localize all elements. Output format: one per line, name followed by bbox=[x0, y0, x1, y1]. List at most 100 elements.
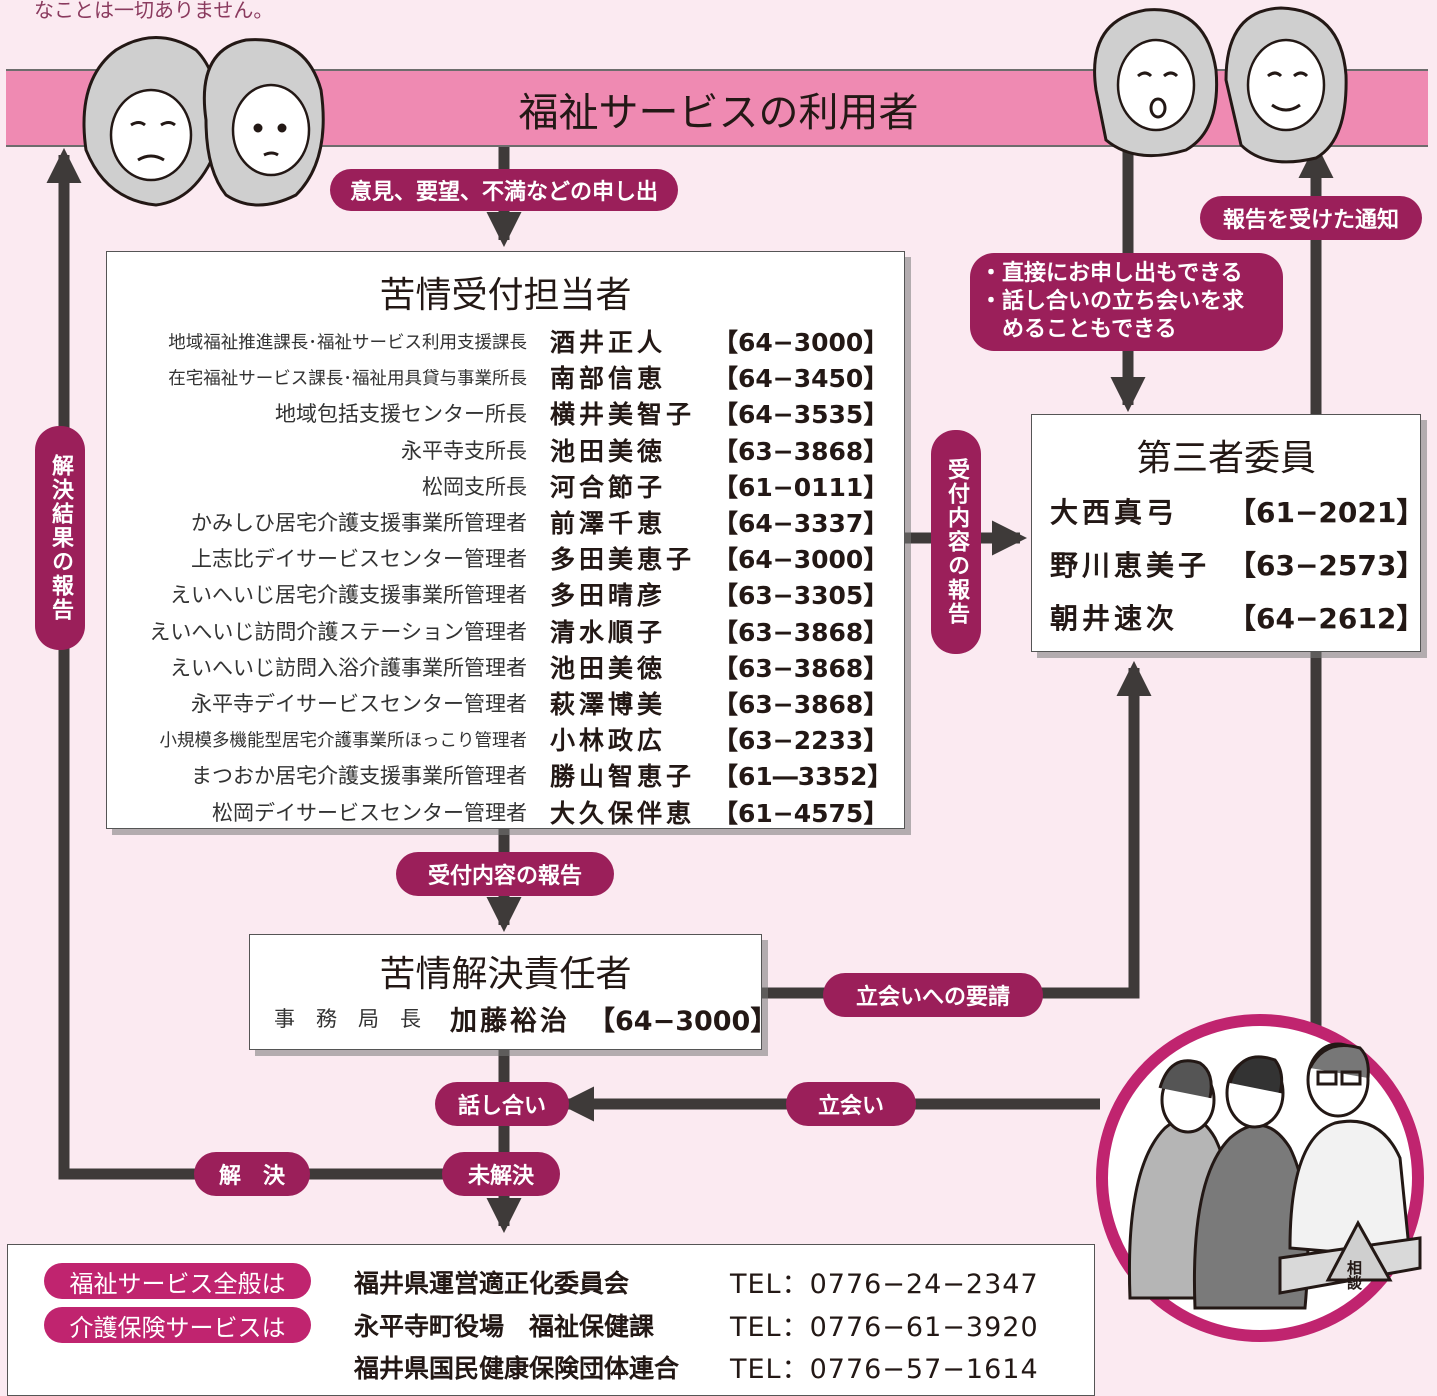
reception-tel: 【64−3337】 bbox=[713, 509, 889, 538]
reception-row: えいへいじ訪問介護ステーション管理者清水順子 【63−3868】 bbox=[107, 614, 888, 648]
resolver-name: 加藤裕治 bbox=[450, 1006, 570, 1037]
reception-tel: 【61−4575】 bbox=[713, 798, 889, 828]
reception-role: 永平寺デイサービスセンター管理者 bbox=[191, 692, 527, 716]
third-party-tel: 【61−2021】 bbox=[1228, 496, 1425, 529]
direct-option-line-2: ・話し合いの立ち会いを求 bbox=[980, 289, 1245, 314]
footer-tag-care-insurance: 介護保険サービスは bbox=[44, 1307, 311, 1343]
label-discussion: 話し合い bbox=[435, 1082, 569, 1126]
reception-role: えいへいじ訪問介護ステーション管理者 bbox=[149, 619, 527, 644]
footer-org-2: 永平寺町役場 福祉保健課 bbox=[354, 1312, 655, 1341]
footer-org-3: 福井県国民健康保険団体連合 bbox=[354, 1354, 680, 1383]
label-unresolved: 未解決 bbox=[442, 1152, 560, 1196]
reception-row: まつおか居宅介護支援事業所管理者勝山智恵子【61―3352】 bbox=[107, 758, 892, 792]
label-receipt-report-vertical: 受付内容の報告 bbox=[931, 430, 981, 654]
reception-name: 酒井正人 bbox=[550, 328, 667, 357]
elderly-couple-illustration-right bbox=[1093, 6, 1348, 164]
reception-role: かみしひ居宅介護支援事業所管理者 bbox=[191, 511, 527, 535]
reception-name: 前澤千恵 bbox=[550, 509, 667, 538]
reception-role: 松岡支所長 bbox=[422, 474, 527, 499]
reception-name: 勝山智恵子 bbox=[550, 762, 696, 792]
footer-tel-3: TEL：0776−57−1614 bbox=[730, 1354, 1039, 1385]
reception-tel: 【61−0111】 bbox=[713, 472, 889, 502]
users-band-title: 福祉サービスの利用者 bbox=[518, 90, 919, 136]
footer-contacts-box: 福祉サービス全般は 介護保険サービスは 福井県運営適正化委員会 TEL：0776… bbox=[7, 1244, 1095, 1396]
reception-row: 永平寺支所長池田美徳 【63−3868】 bbox=[107, 433, 888, 467]
reception-role: 永平寺支所長 bbox=[401, 438, 527, 463]
third-party-tel: 【63−2573】 bbox=[1228, 549, 1425, 582]
label-resolved: 解 決 bbox=[194, 1152, 310, 1196]
reception-row: 地域福祉推進課長･福祉サービス利用支援課長 酒井正人 【64−3000】 bbox=[107, 324, 888, 358]
reception-row: えいへいじ居宅介護支援事業所管理者多田晴彦【63−3305】 bbox=[107, 577, 888, 611]
footer-org-1: 福井県運営適正化委員会 bbox=[354, 1269, 630, 1298]
third-party-row: 朝井速次【64−2612】 bbox=[1050, 591, 1424, 643]
reception-role: 小規模多機能型居宅介護事業所ほっこり管理者 bbox=[159, 730, 528, 751]
reception-name: 池田美徳 bbox=[550, 436, 667, 466]
label-resolution-report-vertical: 解決結果の報告 bbox=[35, 426, 85, 650]
reception-name: 横井美智子 bbox=[550, 400, 696, 430]
reception-row: 上志比デイサービスセンター管理者多田美恵子【64−3000】 bbox=[107, 541, 888, 575]
reception-tel: 【63−3868】 bbox=[713, 436, 889, 466]
reception-role: 上志比デイサービスセンター管理者 bbox=[191, 547, 527, 572]
third-party-tel: 【64−2612】 bbox=[1228, 602, 1425, 635]
reception-tel: 【64−3000】 bbox=[713, 328, 889, 357]
reception-role: 松岡デイサービスセンター管理者 bbox=[212, 800, 527, 825]
intro-text-tail: なことは一切ありません。 bbox=[34, 0, 274, 22]
elderly-couple-illustration-left bbox=[82, 36, 325, 207]
label-report-notice: 報告を受けた通知 bbox=[1200, 196, 1422, 240]
reception-name: 大久保伴恵 bbox=[550, 798, 696, 828]
third-party-title: 第三者委員 bbox=[1135, 438, 1316, 479]
footer-tel-1: TEL：0776−24−2347 bbox=[730, 1269, 1039, 1300]
reception-name: 多田晴彦 bbox=[550, 581, 667, 611]
reception-title: 苦情受付担当者 bbox=[379, 275, 632, 316]
third-party-row: 野川恵美子【63−2573】 bbox=[1050, 538, 1424, 590]
direct-option-line-3: めることもできる bbox=[980, 317, 1177, 342]
footer-tel-2: TEL：0776−61−3920 bbox=[730, 1312, 1039, 1343]
reception-role: まつおか居宅介護支援事業所管理者 bbox=[191, 764, 527, 789]
third-party-name: 野川恵美子 bbox=[1050, 549, 1211, 582]
reception-row: 在宅福祉サービス課長･福祉用具貸与事業所長 南部信恵 【64−3450】 bbox=[107, 360, 888, 394]
reception-role: 在宅福祉サービス課長･福祉用具貸与事業所長 bbox=[168, 368, 527, 389]
reception-tel: 【64−3535】 bbox=[713, 400, 889, 430]
consultation-sign: 相談 bbox=[1345, 1259, 1363, 1291]
reception-row: かみしひ居宅介護支援事業所管理者前澤千恵 【64−3337】 bbox=[107, 505, 888, 539]
reception-role: 地域包括支援センター所長 bbox=[275, 402, 527, 427]
reception-tel: 【64−3000】 bbox=[713, 545, 889, 575]
reception-tel: 【64−3450】 bbox=[713, 364, 889, 394]
reception-name: 多田美恵子 bbox=[550, 545, 696, 575]
resolver-box: 苦情解決責任者 事 務 局 長 加藤裕治 【64−3000】 bbox=[249, 934, 777, 1050]
reception-name: 清水順子 bbox=[550, 617, 667, 647]
consultation-illustration: 相談 bbox=[1096, 1014, 1424, 1342]
label-complaint-submission: 意見、要望、不満などの申し出 bbox=[330, 169, 678, 211]
third-party-box: 第三者委員 大西真弓【61−2021】野川恵美子【63−2573】朝井速次【64… bbox=[1031, 414, 1424, 652]
reception-name: 南部信恵 bbox=[550, 364, 667, 394]
label-receipt-report: 受付内容の報告 bbox=[396, 852, 614, 896]
resolver-tel: 【64−3000】 bbox=[588, 1006, 778, 1037]
reception-name: 萩澤博美 bbox=[550, 690, 667, 719]
reception-row: 松岡支所長河合節子 【61−0111】 bbox=[107, 469, 888, 503]
reception-name: 池田美徳 bbox=[550, 653, 667, 683]
reception-tel: 【63−3868】 bbox=[713, 653, 889, 683]
reception-tel: 【63−2233】 bbox=[713, 726, 889, 756]
resolver-role: 事 務 局 長 bbox=[274, 1007, 421, 1031]
reception-role: えいへいじ居宅介護支援事業所管理者 bbox=[170, 583, 527, 608]
reception-row: えいへいじ訪問入浴介護事業所管理者池田美徳 【63−3868】 bbox=[107, 650, 888, 684]
reception-row: 永平寺デイサービスセンター管理者萩澤博美 【63−3868】 bbox=[107, 686, 888, 720]
reception-role: えいへいじ訪問入浴介護事業所管理者 bbox=[170, 655, 527, 680]
reception-role: 地域福祉推進課長･福祉サービス利用支援課長 bbox=[168, 332, 527, 353]
label-attendance: 立会い bbox=[786, 1082, 916, 1126]
reception-row: 地域包括支援センター所長横井美智子【64−3535】 bbox=[107, 396, 888, 430]
reception-row: 松岡デイサービスセンター管理者大久保伴恵【61−4575】 bbox=[107, 795, 888, 829]
reception-tel: 【61―3352】 bbox=[713, 762, 893, 792]
reception-row: 小規模多機能型居宅介護事業所ほっこり管理者 小林政広 【63−2233】 bbox=[107, 722, 889, 756]
reception-name: 河合節子 bbox=[550, 472, 667, 502]
resolver-title: 苦情解決責任者 bbox=[379, 954, 632, 995]
label-direct-options: ・直接にお申し出もできる ・話し合いの立ち会いを求 めることもできる bbox=[970, 253, 1283, 351]
label-attendance-request: 立会いへの要請 bbox=[823, 973, 1043, 1017]
reception-box: 苦情受付担当者 地域福祉推進課長･福祉サービス利用支援課長酒井正人【64−300… bbox=[106, 251, 905, 829]
reception-tel: 【63−3868】 bbox=[713, 617, 889, 647]
reception-name: 小林政広 bbox=[550, 726, 667, 756]
third-party-row: 大西真弓 【61−2021】 bbox=[1050, 485, 1424, 537]
third-party-name: 大西真弓 bbox=[1050, 496, 1179, 529]
reception-tel: 【63−3868】 bbox=[713, 690, 889, 719]
footer-tag-welfare: 福祉サービス全般は bbox=[44, 1263, 311, 1299]
